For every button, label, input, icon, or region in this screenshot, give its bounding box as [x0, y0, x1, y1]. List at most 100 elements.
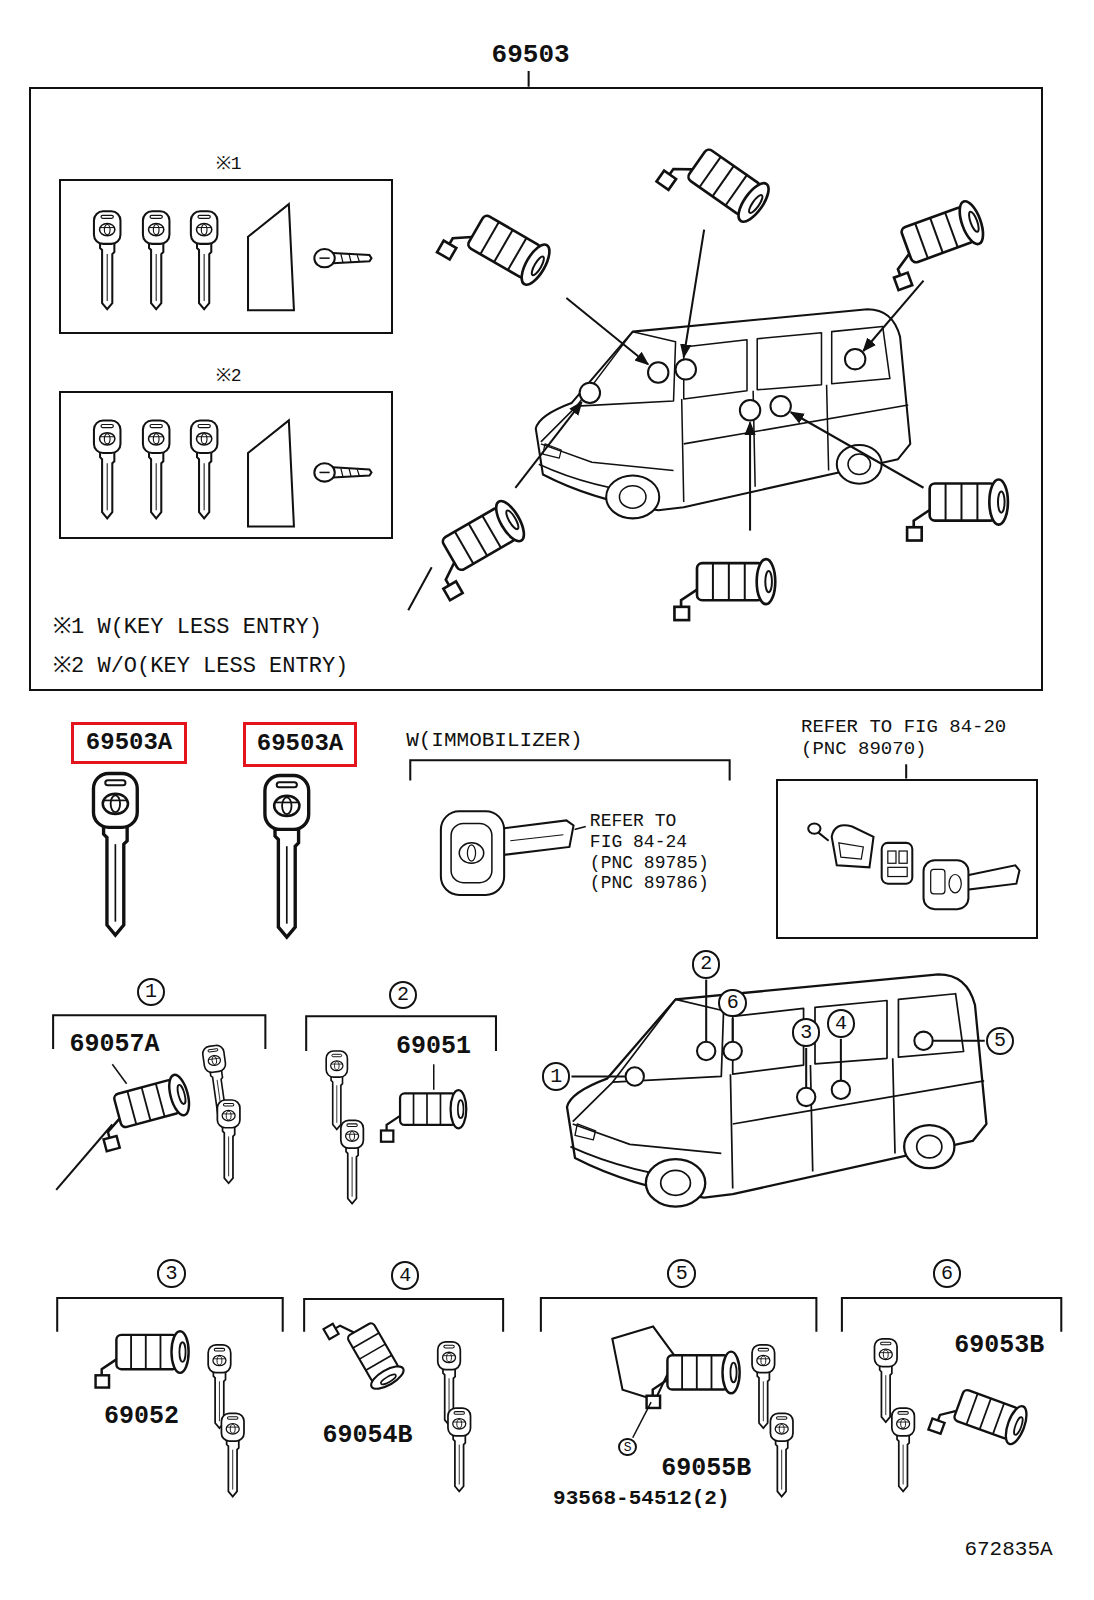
callout-circle: 2	[692, 950, 721, 979]
drawing-part	[571, 980, 984, 1088]
callout-circle: 2	[389, 981, 418, 1010]
drawing-part	[94, 211, 121, 309]
drawing-part	[839, 843, 863, 859]
part-number: 69055B	[661, 1455, 751, 1484]
note: ※2 W/O(KEY LESS ENTRY)	[53, 654, 348, 679]
drawing-part	[805, 1048, 807, 1088]
callout-number: 6	[941, 1264, 953, 1284]
drawing-part	[515, 230, 923, 531]
drawing-part	[676, 359, 696, 379]
symbol-circle: S	[618, 1438, 636, 1456]
drawing-part	[732, 1018, 734, 1041]
callout-circle: 6	[718, 989, 747, 1018]
drawing-part	[143, 211, 170, 309]
part-number: 69051	[396, 1033, 471, 1062]
drawing-part	[818, 833, 828, 841]
callout-number: 3	[165, 1264, 177, 1284]
drawing-part	[770, 1413, 793, 1496]
drawing-part	[933, 1040, 985, 1042]
drawing-part	[323, 1304, 406, 1399]
drawing-part	[657, 131, 775, 239]
drawing-part	[914, 1032, 932, 1050]
drawing-part	[53, 1015, 1061, 1331]
drawing-part	[845, 349, 865, 369]
callout-circle: 6	[933, 1259, 962, 1288]
drawing-part	[326, 1051, 347, 1129]
drawing-part	[863, 281, 923, 351]
drawing-part	[248, 204, 294, 310]
drawing-part	[580, 349, 866, 420]
group-label: W(IMMOBILIZER)	[406, 729, 582, 753]
drawing-part	[749, 422, 751, 530]
drawing-part	[536, 309, 910, 518]
drawing-part	[647, 1352, 740, 1408]
drawing-part	[808, 823, 1019, 909]
drawing-part	[842, 1298, 1061, 1332]
drawing-part	[191, 420, 218, 518]
drawing-part	[433, 1064, 435, 1090]
callout-number: 4	[835, 1014, 847, 1034]
part-number: 69503A	[86, 731, 172, 755]
drawing-part	[878, 198, 994, 290]
callout-circle: 1	[137, 978, 166, 1007]
drawing-part	[571, 1076, 625, 1078]
drawing-part	[697, 1042, 715, 1060]
drawing-part	[797, 1088, 815, 1106]
drawing-part	[674, 559, 775, 620]
drawing-part	[888, 851, 896, 863]
drawing-part	[882, 843, 913, 884]
drawing-part	[381, 1090, 466, 1142]
drawing-part	[92, 1073, 196, 1151]
drawing-part	[502, 820, 573, 855]
callout-number: 2	[397, 985, 409, 1005]
part-number: 69503A	[257, 732, 343, 756]
drawing-part	[752, 1345, 775, 1428]
drawing-part	[448, 1408, 471, 1491]
drawing-part	[57, 1298, 283, 1332]
callout-number: 1	[550, 1067, 562, 1087]
part-number: 69054B	[322, 1422, 412, 1451]
callout-number: 1	[145, 982, 157, 1002]
drawing-part	[314, 249, 371, 267]
figure-number: 672835A	[964, 1538, 1052, 1562]
drawing-part	[899, 851, 907, 863]
drawing-part	[419, 497, 537, 600]
drawing-part	[888, 867, 907, 876]
reference-frame: REFER TO FIG 84-20 (PNC 89070)	[776, 779, 1038, 939]
drawing-part	[924, 860, 969, 909]
box-heading: ※2	[214, 366, 244, 387]
drawing-part	[441, 811, 504, 895]
drawing-part	[892, 1408, 915, 1491]
drawing-part	[510, 835, 563, 841]
drawing-part	[56, 1124, 112, 1189]
drawing-part	[684, 230, 704, 358]
callout-number: 5	[994, 1031, 1006, 1051]
highlight-box: 69503A	[71, 722, 186, 765]
drawing-part	[451, 823, 492, 882]
drawing-part	[528, 68, 530, 86]
drawing-part	[905, 764, 907, 778]
drawing-part	[705, 980, 707, 1042]
drawing-part	[191, 211, 218, 309]
callout-circle: 5	[986, 1027, 1015, 1056]
callout-number: 6	[727, 993, 739, 1013]
drawing-part	[341, 1120, 364, 1203]
callout-circle: 3	[792, 1018, 821, 1047]
drawing-part	[410, 760, 729, 780]
kit-frame: ※2	[59, 391, 393, 539]
drawing-part	[840, 1039, 842, 1081]
drawing-part	[143, 420, 170, 518]
kit-frame: ※1	[59, 179, 393, 334]
drawing-part	[437, 199, 555, 302]
part-number: 69052	[104, 1403, 179, 1432]
drawing-part	[575, 827, 586, 830]
box-heading: ※1	[214, 154, 244, 175]
box-heading: REFER TO FIG 84-20 (PNC 89070)	[799, 717, 1043, 761]
assembly-frame: 69503※1※2	[29, 87, 1043, 691]
drawing-part	[928, 1379, 1030, 1460]
drawing-part	[770, 396, 790, 416]
drawing-part	[648, 362, 668, 382]
